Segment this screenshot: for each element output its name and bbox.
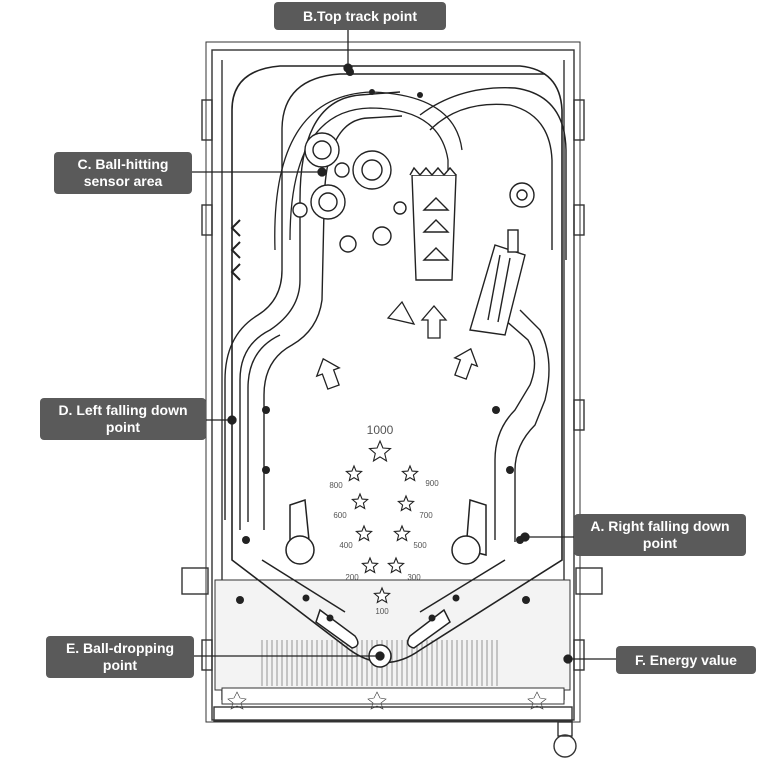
- callout-sensor-line-1: C. Ball-hitting: [77, 156, 169, 172]
- callout-ball-dropping-point: E. Ball-dropping point: [46, 636, 194, 678]
- callout-left-falling-down-point: D. Left falling down point: [40, 398, 206, 440]
- score-stars: [345, 439, 419, 604]
- score-600: 600: [333, 511, 347, 520]
- callout-top-track-line-1: B.Top track point: [302, 7, 418, 24]
- callout-ball-drop-line-1: E. Ball-dropping: [65, 640, 175, 656]
- callout-right-fall-line-1: A. Right falling down: [590, 518, 730, 534]
- leader-lines: [192, 30, 616, 664]
- spinner-target: [509, 182, 535, 208]
- callout-energy-value: F. Energy value: [616, 646, 756, 674]
- bottom-apron: [214, 579, 571, 710]
- cabinet-frame: [181, 41, 603, 758]
- lane-arrows: [315, 300, 479, 390]
- flippers: [261, 498, 506, 649]
- right-ramp: [419, 87, 567, 542]
- center-tower: [409, 166, 457, 281]
- callout-right-fall-line-2: point: [642, 535, 678, 551]
- score-star: [393, 524, 411, 542]
- posts: [236, 68, 530, 622]
- score-star: [397, 494, 415, 512]
- score-star: [355, 524, 373, 542]
- callout-ball-drop-line-2: point: [102, 657, 138, 673]
- score-500: 500: [413, 541, 427, 550]
- right-launcher: [469, 229, 526, 336]
- score-400: 400: [339, 541, 353, 550]
- score-labels: 1000 900 800 700 600 500 400 300 200 100: [329, 423, 439, 616]
- callout-energy-line-1: F. Energy value: [635, 651, 737, 668]
- score-star: [361, 556, 379, 574]
- score-900: 900: [425, 479, 439, 488]
- upper-loop: [274, 91, 463, 251]
- callout-sensor-line-2: sensor area: [83, 173, 163, 189]
- score-1000: 1000: [367, 423, 394, 437]
- score-star: [387, 556, 405, 574]
- score-star: [368, 439, 392, 463]
- score-100: 100: [375, 607, 389, 616]
- callout-ball-hitting-sensor-area: C. Ball-hitting sensor area: [54, 152, 192, 194]
- callout-left-fall-line-2: point: [105, 419, 141, 435]
- callout-right-falling-down-point: A. Right falling down point: [574, 514, 746, 556]
- score-star: [351, 492, 369, 510]
- score-star: [373, 586, 391, 604]
- callout-top-track-point: B.Top track point: [274, 2, 446, 30]
- pop-bumpers: [292, 132, 407, 253]
- left-ramp: [224, 73, 545, 530]
- score-star: [401, 464, 419, 482]
- score-200: 200: [345, 573, 359, 582]
- score-800: 800: [329, 481, 343, 490]
- callout-left-fall-line-1: D. Left falling down: [58, 402, 188, 418]
- score-700: 700: [419, 511, 433, 520]
- score-300: 300: [407, 573, 421, 582]
- left-chevrons: [230, 219, 241, 281]
- score-star: [345, 464, 363, 482]
